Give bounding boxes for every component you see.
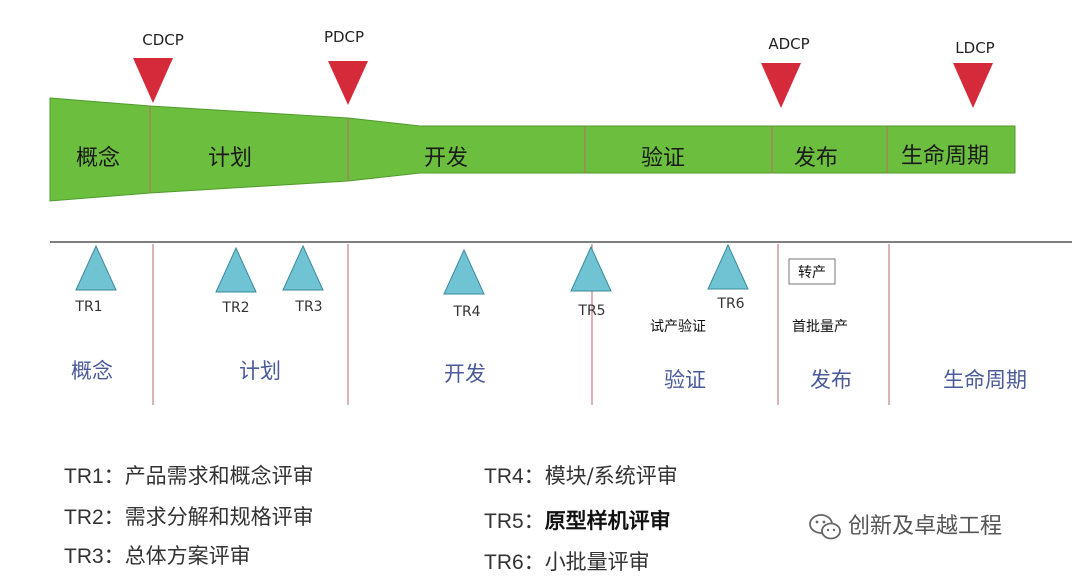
- first-batch-note: 首批量产: [792, 319, 848, 335]
- tr-marker-tr5: [570, 245, 612, 292]
- legend-item-tr5: TR5：原型样机评审: [484, 505, 671, 535]
- tr-marker-tr6: [707, 243, 749, 290]
- legend-code: TR3：: [64, 545, 125, 568]
- dcp-label-adcp: ADCP: [768, 35, 809, 53]
- phase-label-lifecycle: 生命周期: [901, 144, 989, 169]
- tr-label-tr3: TR3: [294, 299, 322, 315]
- dcp-marker-pdcp: [328, 61, 368, 105]
- phase-label-release: 发布: [794, 146, 838, 171]
- phase-label-concept: 概念: [76, 146, 120, 171]
- phase-label-develop: 开发: [424, 146, 468, 171]
- tr-label-tr1: TR1: [74, 299, 102, 315]
- legend-code: TR4：: [484, 465, 545, 488]
- legend-desc: 原型样机评审: [544, 508, 671, 533]
- tr-marker-tr3: [282, 244, 324, 291]
- legend-desc: 产品需求和概念评审: [124, 464, 314, 488]
- dcp-label-ldcp: LDCP: [955, 39, 994, 57]
- lower-phase-verify: 验证: [664, 368, 706, 392]
- dcp-label-cdcp: CDCP: [142, 31, 184, 49]
- legend-desc: 总体方案评审: [124, 544, 251, 568]
- legend-desc: 需求分解和规格评审: [124, 505, 314, 529]
- tr-label-tr4: TR4: [452, 304, 480, 320]
- dcp-marker-adcp: [761, 63, 801, 108]
- legend-code: TR1：: [64, 465, 125, 488]
- transfer-box: [788, 258, 836, 285]
- legend-item-tr3: TR3：总体方案评审: [64, 540, 251, 570]
- tr-label-tr2: TR2: [221, 300, 249, 316]
- lower-phase-release: 发布: [810, 368, 852, 392]
- watermark-text: 创新及卓越工程: [848, 514, 1003, 539]
- legend-item-tr1: TR1：产品需求和概念评审: [64, 460, 314, 490]
- phase-label-verify: 验证: [641, 146, 685, 171]
- phase-bar: [49, 97, 1016, 202]
- legend-code: TR6：: [484, 551, 545, 574]
- dcp-marker-ldcp: [953, 63, 993, 108]
- tr-label-tr5: TR5: [577, 303, 605, 319]
- lower-phase-concept: 概念: [71, 359, 113, 383]
- dcp-label-pdcp: PDCP: [324, 28, 364, 46]
- phase-label-plan: 计划: [208, 146, 252, 171]
- tr-marker-tr1: [75, 244, 117, 291]
- legend-item-tr2: TR2：需求分解和规格评审: [64, 501, 314, 531]
- legend-item-tr4: TR4：模块/系统评审: [484, 460, 678, 490]
- trial-production-note: 试产验证: [650, 319, 706, 335]
- transfer-note: 转产: [798, 265, 826, 281]
- legend-desc: 小批量评审: [544, 550, 650, 574]
- lower-phase-develop: 开发: [444, 362, 486, 386]
- tr-marker-tr4: [443, 248, 485, 295]
- legend-item-tr6: TR6：小批量评审: [484, 546, 650, 576]
- lower-phase-plan: 计划: [239, 359, 281, 383]
- dcp-marker-cdcp: [133, 58, 173, 103]
- legend-desc: 模块/系统评审: [544, 464, 678, 488]
- legend-code: TR2：: [64, 506, 125, 529]
- wechat-watermark: 创新及卓越工程: [808, 508, 1002, 542]
- tr-marker-tr2: [215, 246, 257, 293]
- legend-code: TR5：: [484, 510, 545, 533]
- tr-label-tr6: TR6: [716, 296, 744, 312]
- lower-phase-lifecycle: 生命周期: [943, 368, 1027, 392]
- wechat-icon: [809, 514, 841, 540]
